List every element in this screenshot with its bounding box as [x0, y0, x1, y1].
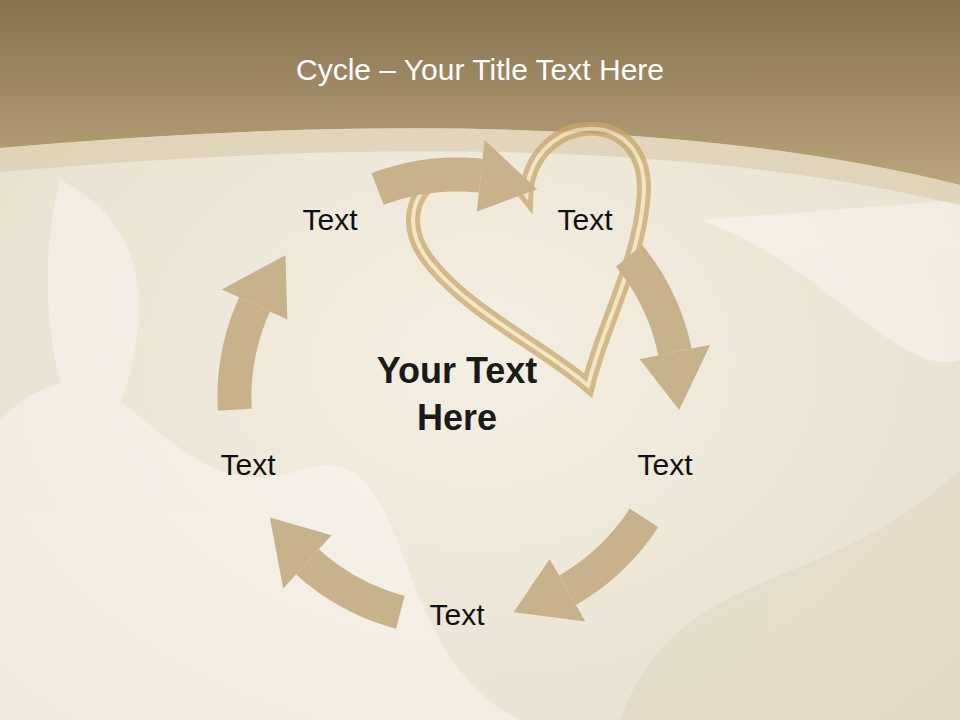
cycle-arrow	[616, 245, 710, 410]
slide-title: Cycle – Your Title Text Here	[0, 52, 960, 88]
arrow-head	[222, 255, 287, 319]
center-text: Your Text Here	[342, 348, 572, 442]
arrow-body	[559, 509, 658, 605]
step-label: Text	[633, 445, 696, 485]
step-label: Text	[425, 595, 488, 635]
cycle-arrow	[372, 140, 538, 212]
arrow-body	[217, 297, 270, 410]
cycle-step: Text	[298, 200, 361, 240]
step-label: Text	[216, 445, 279, 485]
step-label: Text	[298, 200, 361, 240]
cycle-arrow	[514, 509, 659, 622]
cycle-step: Text	[633, 445, 696, 485]
arrow-head	[514, 559, 586, 622]
arrow-head	[270, 518, 332, 589]
cycle-arrow	[217, 255, 287, 410]
cycle-step: Text	[425, 595, 488, 635]
cloth-folds	[0, 180, 960, 720]
arrow-body	[296, 549, 405, 628]
arrow-head	[640, 345, 711, 410]
cycle-step: Text	[553, 200, 616, 240]
cycle-step: Text	[216, 445, 279, 485]
step-label: Text	[553, 200, 616, 240]
arrow-body	[372, 157, 483, 205]
arrow-head	[477, 140, 537, 212]
arrow-body	[616, 245, 692, 355]
cycle-arrow	[270, 518, 405, 629]
